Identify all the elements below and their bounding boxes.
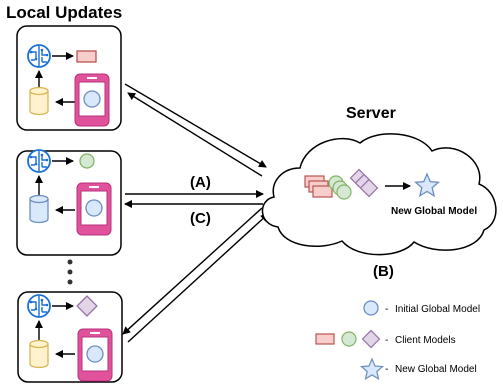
legend-initial-global-model: Initial Global Model xyxy=(395,304,481,315)
client-model-rectangle-icon xyxy=(76,50,97,63)
legend-client-models: Client Models xyxy=(395,335,456,346)
step-c-label: (C) xyxy=(190,210,211,227)
brain-icon xyxy=(27,294,51,318)
client-model-diamond-icon xyxy=(76,295,98,317)
legend-dash: - xyxy=(385,335,389,346)
phone-icon xyxy=(74,73,110,127)
brain-icon xyxy=(27,44,51,68)
client-device-3 xyxy=(17,291,123,383)
more-clients-ellipsis xyxy=(67,259,73,285)
diagram-title: Local Updates xyxy=(6,3,123,22)
server-title: Server xyxy=(346,105,396,122)
step-b-label: (B) xyxy=(373,263,394,280)
legend-dash: - xyxy=(385,364,389,375)
legend-client-models-icon xyxy=(315,329,381,349)
legend-star-icon xyxy=(360,357,384,381)
database-icon xyxy=(29,194,49,224)
database-icon xyxy=(29,339,49,369)
aggregated-client-models-icon xyxy=(304,168,379,200)
brain-icon xyxy=(27,149,51,173)
phone-icon xyxy=(76,182,112,236)
server-cloud xyxy=(261,133,497,256)
new-global-model-star-icon xyxy=(414,172,440,198)
database-icon xyxy=(29,86,49,116)
legend-circle-icon xyxy=(363,300,379,316)
client-device-2 xyxy=(16,149,122,256)
phone-icon xyxy=(77,328,113,382)
legend xyxy=(315,300,384,381)
legend-dash: - xyxy=(385,304,389,315)
communication-arrows xyxy=(122,83,269,343)
client-model-circle-icon xyxy=(79,153,95,169)
step-a-label: (A) xyxy=(190,174,211,191)
new-global-model-label: New Global Model xyxy=(391,206,478,217)
legend-new-global-model: New Global Model xyxy=(395,364,477,375)
client-device-1 xyxy=(16,25,122,131)
